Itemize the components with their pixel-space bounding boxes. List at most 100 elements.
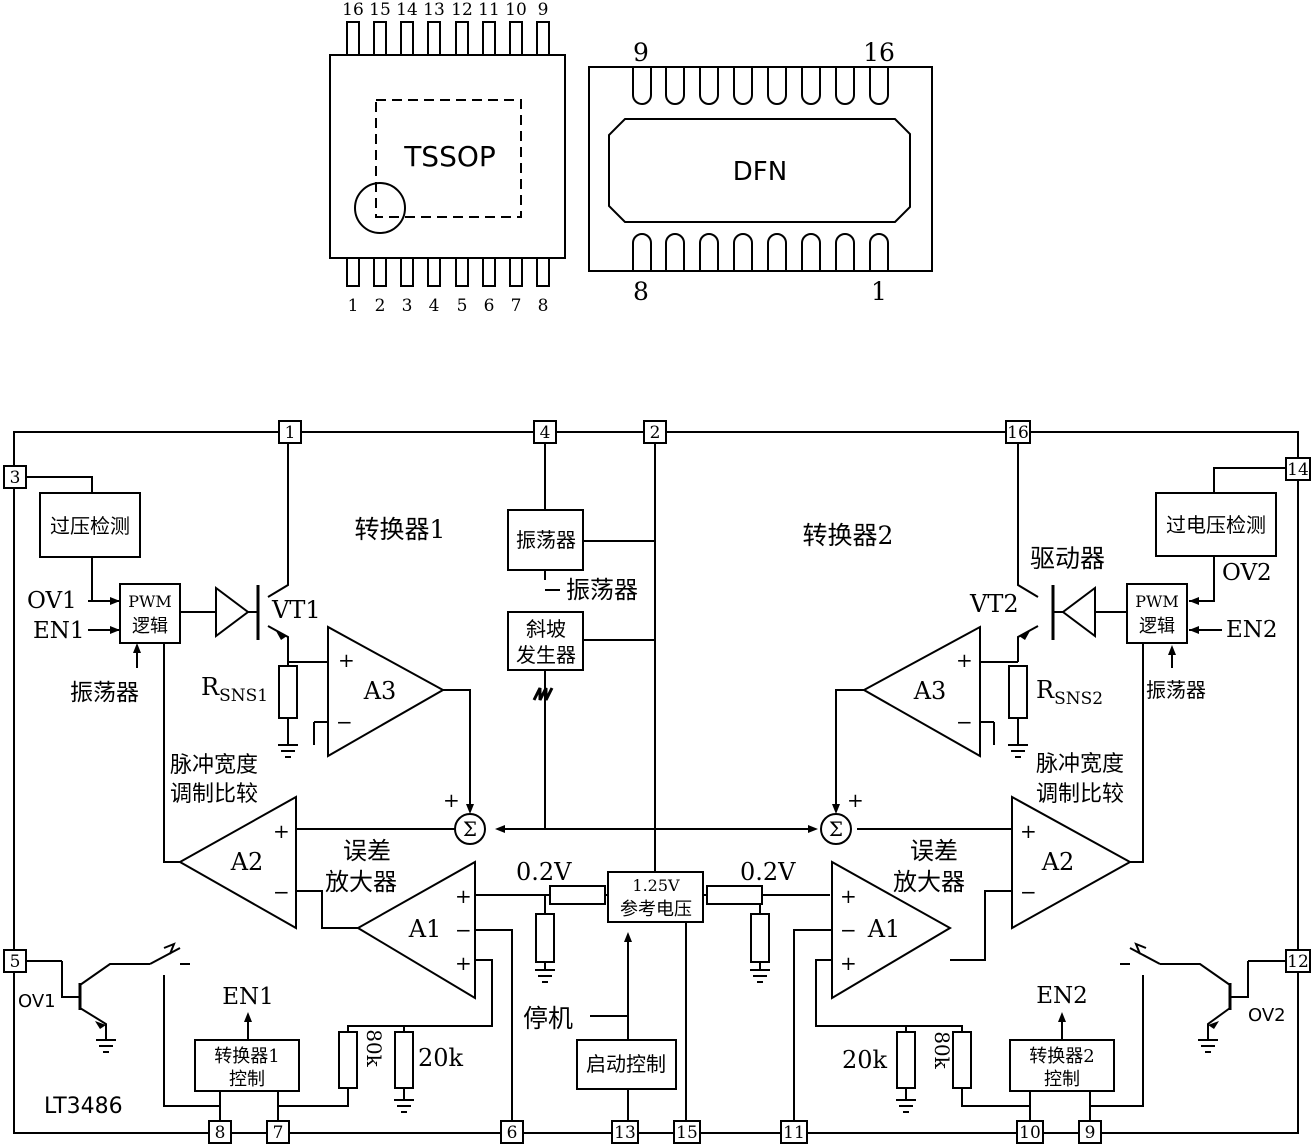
ref-label-1: 1.25V: [632, 876, 680, 895]
error-amp-label-1: 误差: [343, 837, 391, 865]
ctrl1-label-2: 控制: [229, 1069, 265, 1090]
oscillator-label: 振荡器: [566, 576, 638, 604]
pin-9: 9: [1085, 1123, 1096, 1143]
osc-input-label: 振荡器: [70, 680, 139, 706]
center-blocks: 振荡器 振荡器 斜坡 发生器 1.25V 参考电压 停机 启动控制: [507, 509, 704, 1090]
pin-8: 8: [215, 1123, 226, 1143]
v02-label-1: 0.2V: [516, 858, 572, 886]
rsns2-resistor: [1008, 665, 1028, 719]
a1-label-2: A1: [867, 915, 901, 943]
tssop-pin-label: 2: [375, 296, 386, 316]
pin-7: 7: [273, 1123, 284, 1143]
a2-minus-2: −: [1020, 880, 1037, 904]
pin-6: 6: [507, 1123, 518, 1143]
converter1-title: 转换器1: [355, 515, 446, 544]
converter1-ctrl-box: [194, 1039, 300, 1092]
ov2-input-label: OV2: [1222, 560, 1272, 586]
tssop-package: TSSOP 16 15 14 13 12 11 10 9: [329, 0, 566, 316]
sigma-plus: +: [443, 788, 460, 812]
ctrl2-label-2: 控制: [1044, 1069, 1080, 1090]
a2-label: A2: [230, 848, 264, 876]
vt2-label: VT2: [969, 590, 1019, 618]
sigma-symbol-2: Σ: [829, 817, 843, 841]
tssop-top-pin-labels: 16 15 14 13 12 11 10 9: [342, 0, 548, 20]
a1-plus-top: +: [455, 884, 472, 908]
startup-label: 启动控制: [586, 1052, 666, 1076]
tssop-pin-label: 12: [451, 0, 473, 20]
a3-label-2: A3: [913, 677, 947, 705]
driver-buffer-1: [215, 586, 250, 638]
a2-label-2: A2: [1041, 848, 1075, 876]
sigma-summer-2: [820, 813, 852, 845]
tssop-pin-label: 4: [429, 296, 440, 316]
dfn-pin-label-8: 8: [633, 277, 649, 306]
resistor-02v-shunt-2: [750, 913, 770, 963]
converter2-title: 转换器2: [803, 521, 894, 550]
ramp-waveform-icon: [532, 687, 554, 701]
ctrl2-label-1: 转换器2: [1029, 1046, 1094, 1067]
ov1-transistor-label: OV1: [18, 991, 56, 1012]
pwm-logic-box-1: [119, 583, 181, 644]
ramp-label-2: 发生器: [516, 643, 576, 667]
reference-box: [607, 871, 704, 923]
rsns1-label: RSNS1: [201, 673, 268, 706]
a2-plus-2: +: [1020, 819, 1037, 843]
tssop-exposed-pad: [375, 99, 522, 218]
dfn-exposed-pad: [608, 118, 911, 223]
oscillator-box-label: 振荡器: [516, 528, 576, 552]
right-wiring: [793, 442, 1298, 1120]
amp-a1-1: [356, 860, 476, 1000]
a1-minus-2: −: [840, 918, 857, 942]
tssop-top-pins: [346, 21, 550, 56]
ov-detect-label-2: 过电压检测: [1166, 513, 1266, 537]
tssop-bottom-pin-labels: 1 2 3 4 5 6 7 8: [348, 296, 549, 316]
dfn-body: [588, 66, 933, 272]
resistor-02v-shunt-1: [535, 913, 555, 963]
resistor-80k-1: [338, 1031, 358, 1089]
pin-10: 10: [1019, 1123, 1041, 1143]
ramp-generator-box: [507, 611, 584, 671]
tssop-body: [329, 54, 566, 259]
tssop-pin-label: 14: [396, 0, 418, 20]
amp-a1-2: [831, 860, 953, 1000]
a2-minus: −: [273, 880, 290, 904]
resistor-02v-1: [549, 885, 606, 905]
en2-input-label: EN2: [1226, 617, 1278, 643]
r20k-label-2: 20k: [842, 1046, 888, 1074]
pwm-compare-label-1: 脉冲宽度: [170, 753, 258, 778]
sigma-symbol: Σ: [463, 817, 477, 841]
tssop-pin-label: 6: [484, 296, 495, 316]
resistor-20k-2: [896, 1031, 916, 1089]
pin-15: 15: [676, 1123, 698, 1143]
amp-a2-1: [177, 795, 297, 930]
a3-minus: −: [336, 710, 353, 734]
left-converter: 转换器1 过压检测 PWM 逻辑 OV1 EN1 振荡器 VT1 RSNS1 A…: [18, 492, 606, 1119]
v02-label-2: 0.2V: [740, 858, 796, 886]
en1-input-label: EN1: [33, 618, 85, 644]
dfn-package: DFN 9 16 8 1: [588, 38, 933, 306]
a3-minus-2: −: [956, 710, 973, 734]
tssop-pin-label: 7: [511, 296, 522, 316]
amp-a2-2: [1011, 795, 1133, 930]
osc-input-label-2: 振荡器: [1146, 678, 1206, 702]
pwm-compare-label-4: 调制比较: [1036, 782, 1124, 807]
r80k-label-1: 80k: [362, 1029, 386, 1067]
ov-detect-box-2: [1155, 492, 1277, 557]
a2-plus: +: [273, 819, 290, 843]
tssop-pin-label: 9: [538, 0, 549, 20]
pin-2: 2: [650, 423, 661, 443]
a1-plus-bottom-2: +: [840, 951, 857, 975]
sigma-plus-2: +: [847, 788, 864, 812]
tssop-pin-label: 1: [348, 296, 359, 316]
rsns1-resistor: [278, 665, 298, 719]
tssop-pin-label: 5: [457, 296, 468, 316]
pwm-logic-label-2: 逻辑: [1139, 616, 1175, 637]
r20k-label-1: 20k: [418, 1044, 464, 1072]
a1-plus-bottom: +: [455, 951, 472, 975]
oscillator-box: [507, 509, 584, 571]
pwm-compare-label-3: 脉冲宽度: [1036, 752, 1124, 777]
ov-detect-box: [39, 492, 141, 558]
startup-ctrl-box: [576, 1039, 677, 1090]
ref-label-2: 参考电压: [620, 899, 692, 920]
